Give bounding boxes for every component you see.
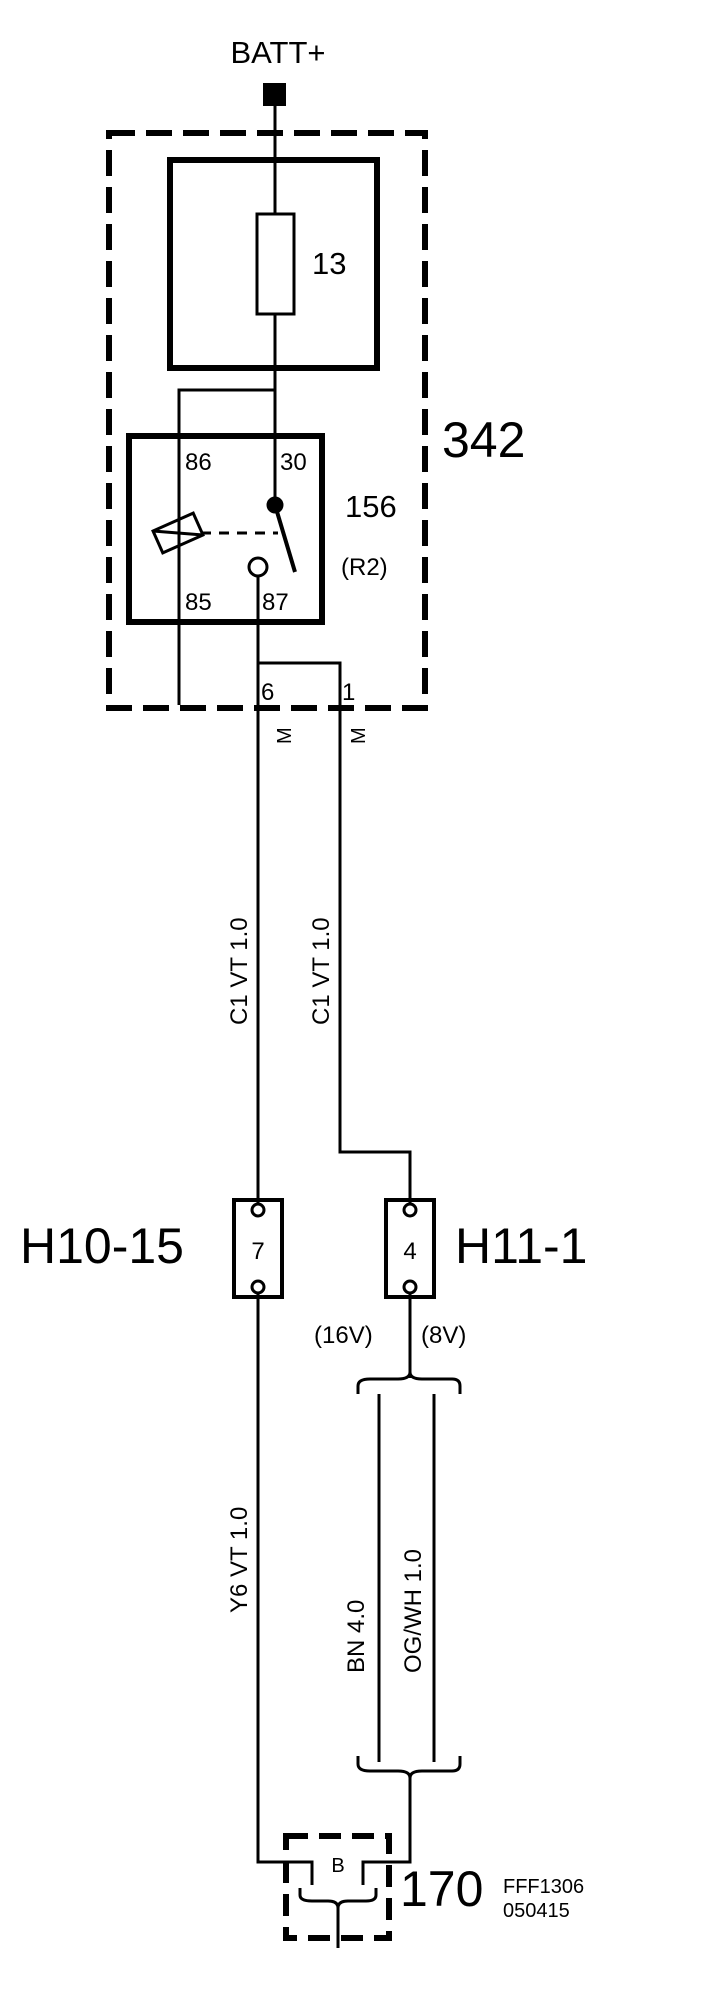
ref-code: FFF1306 xyxy=(503,1876,584,1898)
relay-switch-arm xyxy=(273,504,297,573)
relay-coil xyxy=(151,511,205,555)
variant-16v: (16V) xyxy=(314,1322,373,1349)
module-conn-right: M xyxy=(348,727,370,744)
variant-8v: (8V) xyxy=(421,1322,466,1349)
h10-15-upper-pin xyxy=(250,1202,266,1218)
connector-h10-15-pin: 7 xyxy=(251,1238,264,1265)
h10-15-lower-pin xyxy=(250,1279,266,1295)
connector-h11-1-name: H11-1 xyxy=(455,1218,587,1274)
fuse-13-label: 13 xyxy=(312,246,346,281)
relay-156-box xyxy=(126,433,325,625)
variant-brace-bottom xyxy=(356,1756,462,1779)
wire-label-right-upper: C1 VT 1.0 xyxy=(308,917,335,1025)
component-170-dashed xyxy=(283,1833,392,1941)
connector-h11-1-pin: 4 xyxy=(403,1238,416,1265)
wire-label-left-upper: C1 VT 1.0 xyxy=(226,917,253,1025)
module-342-label: 342 xyxy=(442,412,525,468)
relay-contact-87 xyxy=(247,556,269,578)
connector-h10-15-name: H10-15 xyxy=(20,1218,184,1274)
relay-pin-85: 85 xyxy=(185,589,212,616)
module-conn-left: M xyxy=(274,727,296,744)
h11-1-upper-pin xyxy=(402,1202,418,1218)
relay-pin-30: 30 xyxy=(280,449,307,476)
fuse-13-symbol xyxy=(255,212,296,316)
module-pin-1: 1 xyxy=(342,679,355,706)
coil-feed-wire xyxy=(177,388,275,705)
module-pin-6: 6 xyxy=(261,679,274,706)
wire-label-left-lower: Y6 VT 1.0 xyxy=(226,1507,253,1613)
ref-date: 050415 xyxy=(503,1900,570,1922)
relay-pin-86: 86 xyxy=(185,449,212,476)
module-342-boundary xyxy=(106,130,428,711)
merged-variant-wire xyxy=(361,1778,412,1885)
fuse-13-box xyxy=(167,157,380,371)
component-brace xyxy=(298,1888,378,1909)
batt-terminal xyxy=(263,83,286,106)
relay-code-label: (R2) xyxy=(341,554,388,581)
batt-label: BATT+ xyxy=(230,35,325,70)
relay-pin-87: 87 xyxy=(262,589,289,616)
relay-156-label: 156 xyxy=(345,489,397,524)
wire-label-ogwh: OG/WH 1.0 xyxy=(400,1549,427,1673)
module-pin-1-wire xyxy=(258,661,412,1205)
variant-brace-top xyxy=(356,1371,462,1394)
component-170-label: 170 xyxy=(400,1861,483,1917)
component-170-pin: B xyxy=(331,1855,344,1877)
y6-wire xyxy=(256,1293,314,1885)
h11-1-lower-pin xyxy=(402,1279,418,1295)
wire-label-bn: BN 4.0 xyxy=(343,1600,370,1673)
